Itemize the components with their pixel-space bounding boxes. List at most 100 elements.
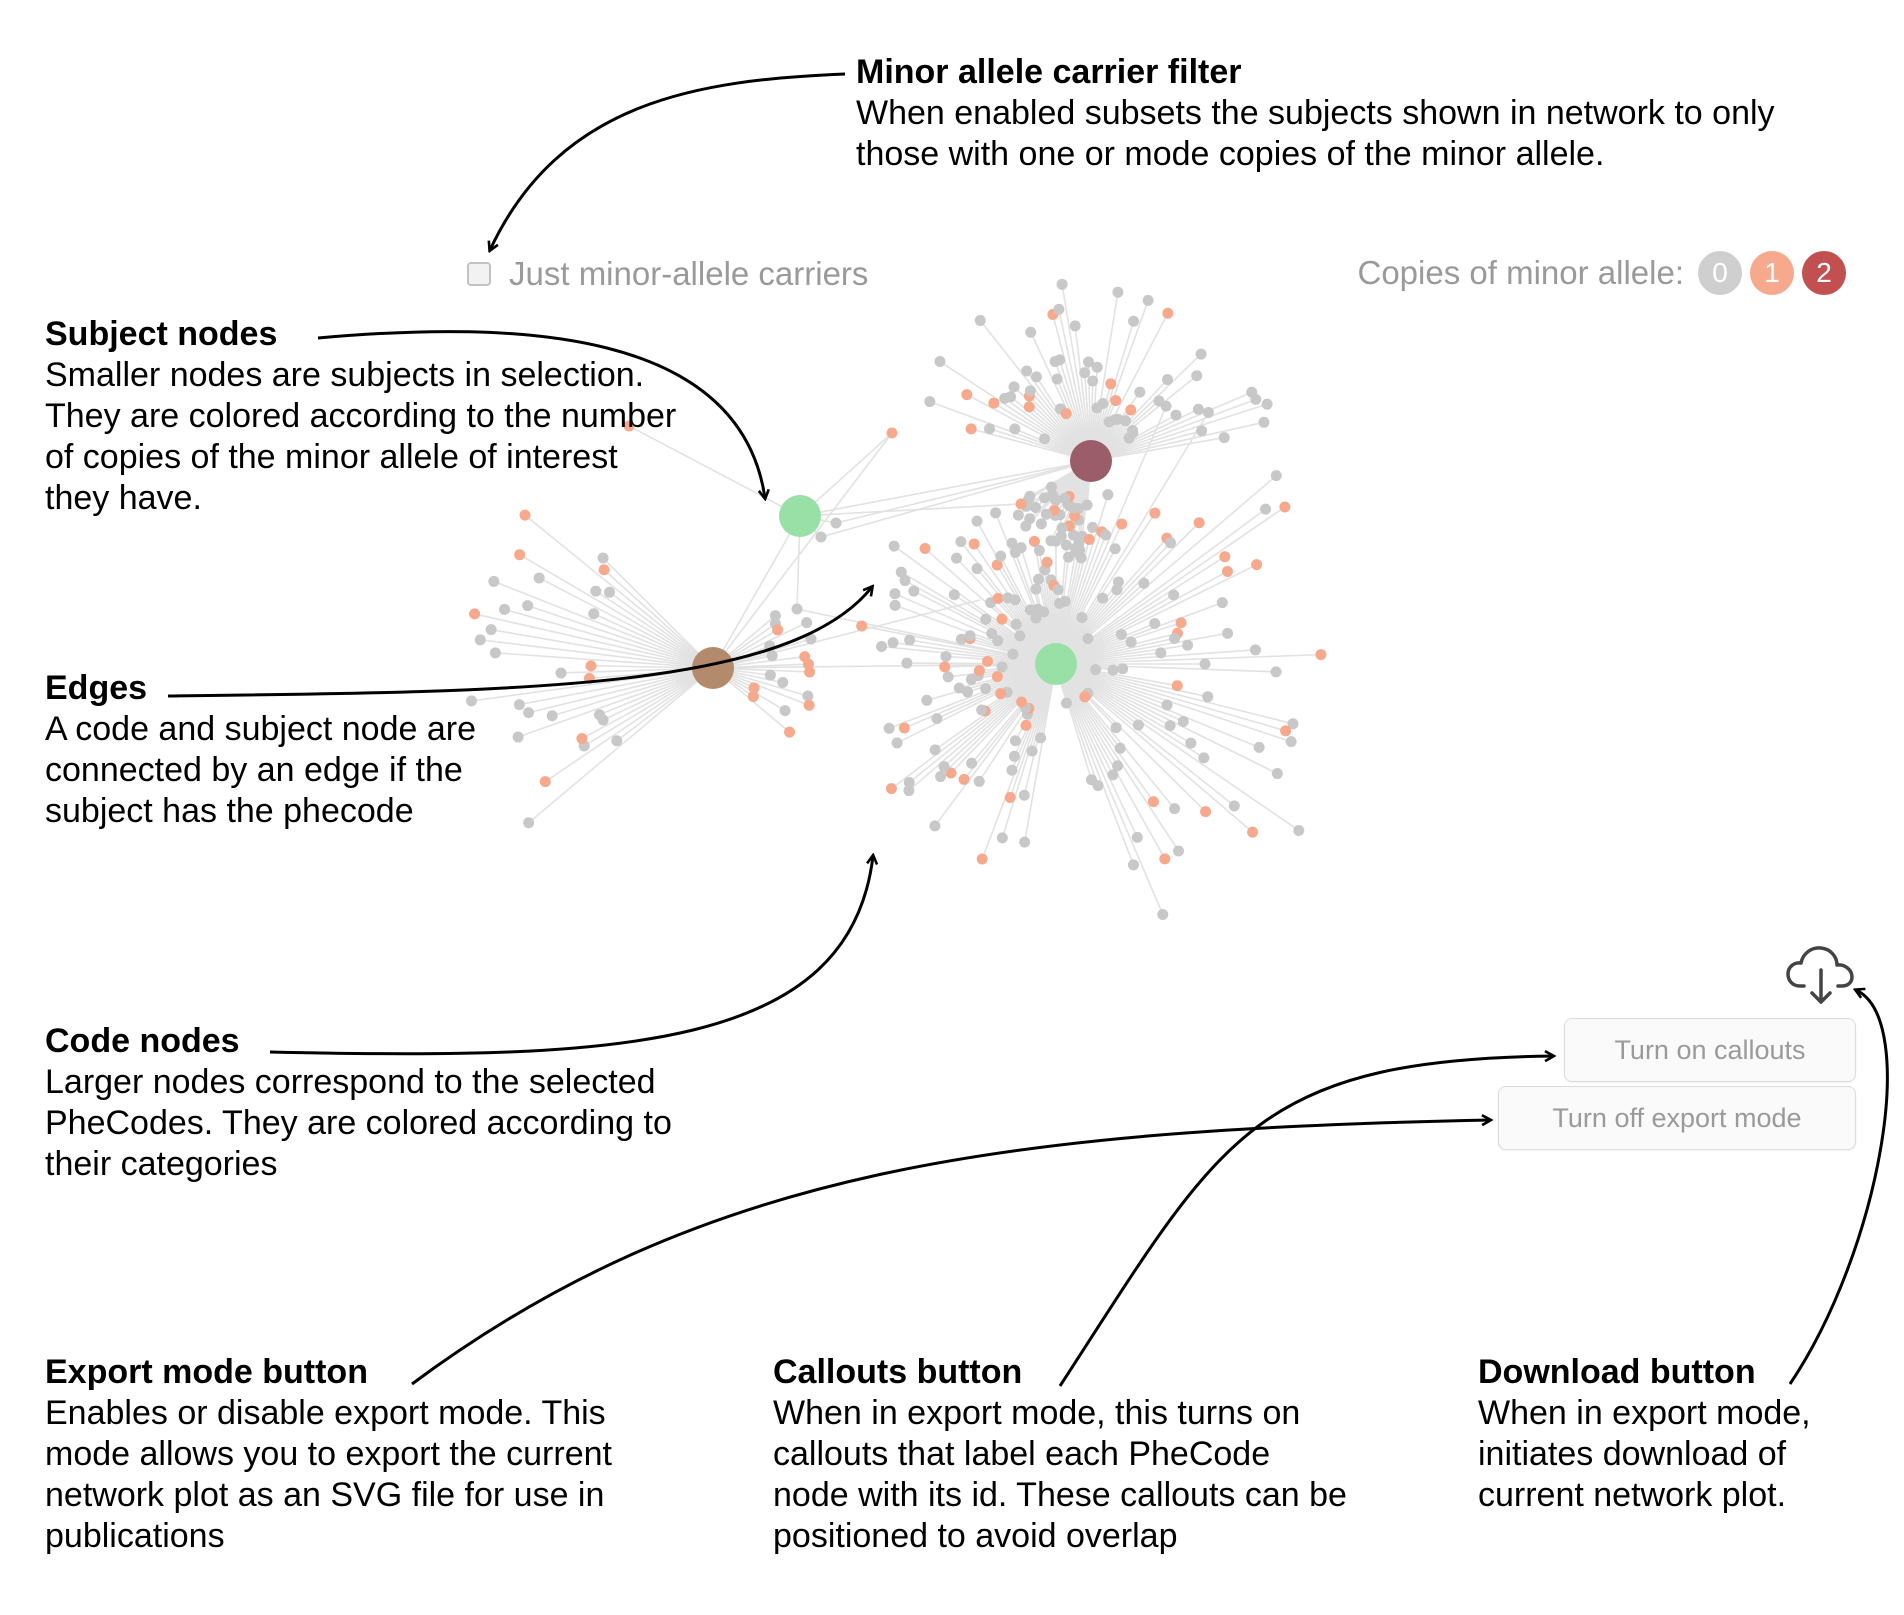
subject-node[interactable]: [1056, 522, 1068, 534]
subject-node[interactable]: [1111, 584, 1123, 596]
subject-node[interactable]: [903, 777, 915, 789]
subject-node[interactable]: [1287, 718, 1299, 730]
subject-node[interactable]: [1293, 824, 1305, 836]
code-node[interactable]: [1035, 643, 1077, 685]
subject-node[interactable]: [940, 650, 952, 662]
subject-node[interactable]: [1270, 666, 1282, 678]
subject-node[interactable]: [1107, 664, 1119, 676]
subject-node[interactable]: [747, 691, 759, 703]
subject-node[interactable]: [1109, 543, 1121, 555]
subject-node[interactable]: [1117, 663, 1129, 675]
subject-node[interactable]: [1149, 617, 1161, 629]
subject-node[interactable]: [995, 688, 1007, 700]
subject-node[interactable]: [1169, 632, 1181, 644]
subject-node[interactable]: [1030, 501, 1042, 513]
subject-node[interactable]: [885, 783, 897, 795]
subject-node[interactable]: [1164, 537, 1176, 549]
subject-node[interactable]: [995, 550, 1007, 562]
subject-node[interactable]: [1087, 521, 1099, 533]
subject-node[interactable]: [791, 603, 803, 615]
subject-node[interactable]: [1075, 552, 1087, 564]
subject-node[interactable]: [804, 666, 816, 678]
subject-node[interactable]: [1132, 719, 1144, 731]
subject-node[interactable]: [1107, 769, 1119, 781]
subject-node[interactable]: [1221, 565, 1233, 577]
subject-node[interactable]: [976, 853, 988, 865]
export-mode-button[interactable]: Turn off export mode: [1498, 1086, 1856, 1150]
subject-node[interactable]: [523, 817, 535, 829]
subject-node[interactable]: [1015, 542, 1027, 554]
subject-node[interactable]: [1196, 425, 1208, 437]
subject-node[interactable]: [1079, 367, 1091, 379]
code-node[interactable]: [1070, 440, 1112, 482]
subject-node[interactable]: [990, 507, 1002, 519]
subject-node[interactable]: [964, 630, 976, 642]
subject-node[interactable]: [996, 661, 1008, 673]
subject-node[interactable]: [1035, 518, 1047, 530]
subject-node[interactable]: [764, 669, 776, 681]
subject-node[interactable]: [1035, 732, 1047, 744]
subject-node[interactable]: [1112, 286, 1124, 298]
subject-node[interactable]: [1131, 831, 1143, 843]
subject-node[interactable]: [992, 592, 1004, 604]
subject-node[interactable]: [1195, 348, 1207, 360]
subject-node[interactable]: [974, 314, 986, 326]
subject-node[interactable]: [1008, 750, 1020, 762]
subject-node[interactable]: [519, 509, 531, 521]
subject-node[interactable]: [1160, 400, 1172, 412]
subject-node[interactable]: [955, 633, 967, 645]
subject-node[interactable]: [1123, 432, 1135, 444]
subject-node[interactable]: [1018, 789, 1030, 801]
subject-node[interactable]: [1159, 853, 1171, 865]
subject-node[interactable]: [1067, 529, 1079, 541]
subject-node[interactable]: [856, 620, 868, 632]
subject-node[interactable]: [958, 773, 970, 785]
subject-node[interactable]: [955, 536, 967, 548]
subject-node[interactable]: [1142, 294, 1154, 306]
subject-node[interactable]: [1102, 489, 1114, 501]
subject-node[interactable]: [1028, 535, 1040, 547]
subject-node[interactable]: [512, 731, 524, 743]
subject-node[interactable]: [1021, 365, 1033, 377]
subject-node[interactable]: [1016, 696, 1028, 708]
subject-node[interactable]: [1258, 416, 1270, 428]
subject-node[interactable]: [485, 624, 497, 636]
subject-node[interactable]: [992, 635, 1004, 647]
subject-node[interactable]: [474, 634, 486, 646]
subject-node[interactable]: [996, 832, 1008, 844]
subject-node[interactable]: [764, 640, 776, 652]
subject-node[interactable]: [1060, 697, 1072, 709]
subject-node[interactable]: [1110, 395, 1122, 407]
subject-node[interactable]: [499, 603, 511, 615]
subject-node[interactable]: [1199, 658, 1211, 670]
subject-node[interactable]: [1085, 774, 1097, 786]
subject-node[interactable]: [1128, 315, 1140, 327]
subject-node[interactable]: [514, 549, 526, 561]
subject-node[interactable]: [991, 671, 1003, 683]
subject-node[interactable]: [1069, 320, 1081, 332]
subject-node[interactable]: [777, 677, 789, 689]
subject-node[interactable]: [988, 397, 1000, 409]
subject-node[interactable]: [1125, 636, 1137, 648]
subject-node[interactable]: [1261, 398, 1273, 410]
subject-node[interactable]: [1059, 492, 1071, 504]
subject-node[interactable]: [886, 427, 898, 439]
subject-node[interactable]: [1228, 800, 1240, 812]
subject-node[interactable]: [1169, 803, 1181, 815]
subject-node[interactable]: [576, 733, 588, 745]
subject-node[interactable]: [1015, 498, 1027, 510]
subject-node[interactable]: [1279, 501, 1291, 513]
subject-node[interactable]: [772, 624, 784, 636]
subject-node[interactable]: [1033, 544, 1045, 556]
subject-node[interactable]: [984, 423, 996, 435]
subject-node[interactable]: [1173, 845, 1185, 857]
subject-node[interactable]: [935, 771, 947, 783]
subject-node[interactable]: [1134, 386, 1146, 398]
subject-node[interactable]: [1253, 741, 1265, 753]
subject-node[interactable]: [465, 695, 477, 707]
subject-node[interactable]: [1202, 691, 1214, 703]
subject-node[interactable]: [513, 699, 525, 711]
subject-node[interactable]: [1119, 415, 1131, 427]
subject-node[interactable]: [1222, 627, 1234, 639]
subject-node[interactable]: [1161, 699, 1173, 711]
